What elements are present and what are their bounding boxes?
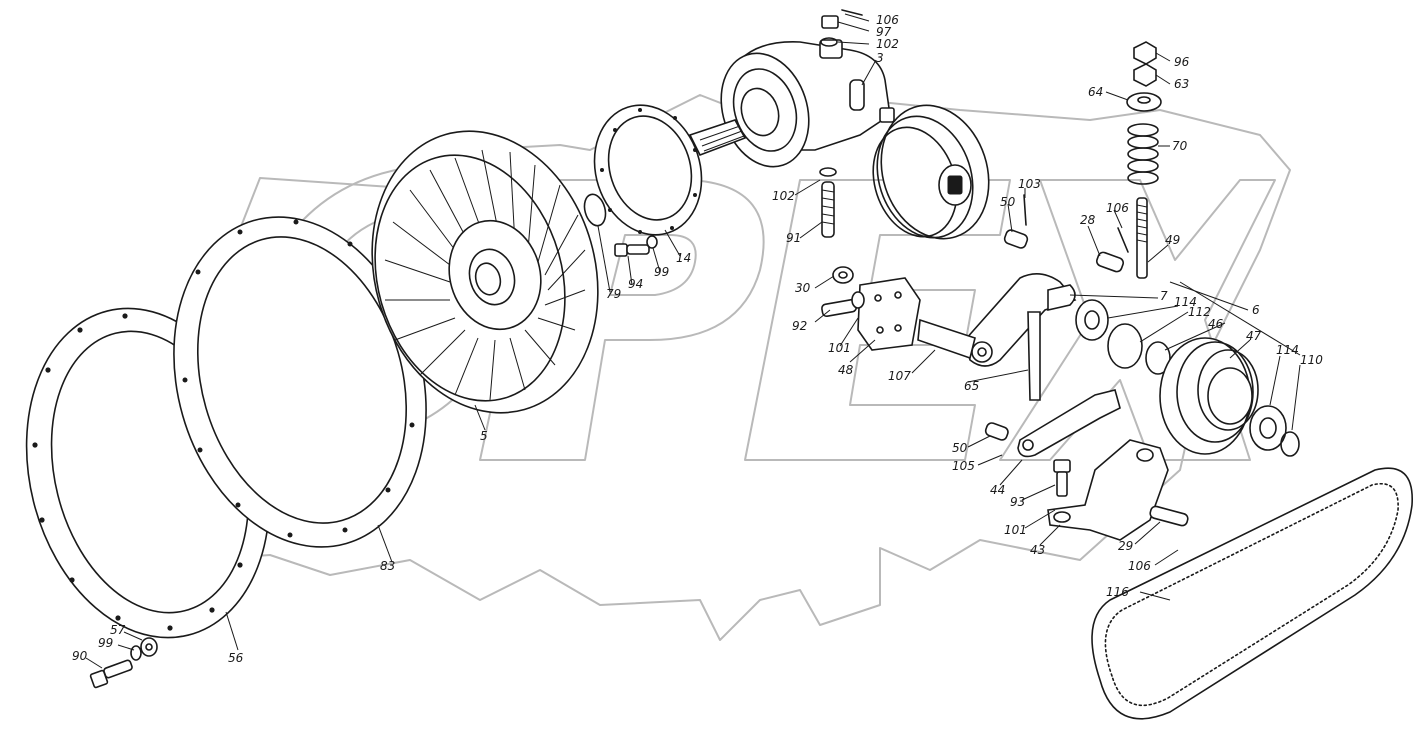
flange-plate-14	[593, 104, 703, 236]
washer-30	[832, 266, 854, 284]
pins-upper	[1003, 194, 1129, 273]
callout-110: 110	[1300, 353, 1323, 367]
callout-48: 48	[838, 363, 854, 377]
callout-96: 96	[1174, 55, 1190, 69]
callout-70: 70	[1172, 139, 1188, 153]
callout-49: 49	[1165, 233, 1180, 247]
callout-112: 112	[1188, 305, 1211, 319]
callout-107: 107	[888, 369, 911, 383]
callout-105: 105	[952, 459, 975, 473]
v-belt-116	[1091, 467, 1413, 720]
callout-92: 92	[792, 319, 807, 333]
watermark-letter-x	[999, 179, 1276, 461]
callout-116: 116	[1106, 585, 1129, 599]
callout-43: 43	[1030, 543, 1045, 557]
gearbox-pulley	[872, 104, 990, 240]
cover-plate-83	[173, 216, 427, 548]
callout-56: 56	[228, 651, 244, 665]
threaded-rod-91	[819, 167, 837, 238]
callout-93: 93	[1010, 495, 1025, 509]
callout-106: 106	[876, 13, 899, 27]
callout-114b: 114	[1276, 343, 1299, 357]
callout-63: 63	[1174, 77, 1189, 91]
watermark-letter-p	[479, 179, 765, 461]
callout-28: 28	[1080, 213, 1096, 227]
pin-29	[1149, 505, 1189, 527]
callout-99b: 99	[98, 636, 113, 650]
bracket-48	[857, 277, 976, 360]
callout-103: 103	[1018, 177, 1041, 191]
callout-50: 50	[1000, 195, 1016, 209]
callout-50b: 50	[952, 441, 968, 455]
callout-5: 5	[480, 429, 488, 443]
callout-102: 102	[876, 37, 899, 51]
top-fasteners	[820, 9, 895, 123]
bolt-93	[1053, 459, 1071, 497]
callout-7: 7	[1160, 289, 1168, 303]
callout-47: 47	[1246, 329, 1262, 343]
gearbox-housing-3	[688, 39, 891, 168]
bracket-43	[1047, 439, 1169, 541]
callout-labels: 106 97 102 3 96 63 64 70 102 103 50 106 …	[72, 13, 1323, 665]
callout-3: 3	[876, 51, 884, 65]
callout-79: 79	[606, 287, 621, 301]
bolt-94	[614, 235, 658, 257]
callout-101: 101	[828, 341, 851, 355]
snap-ring-79	[583, 193, 607, 227]
spring-assembly-70	[1126, 41, 1162, 279]
bolt-92	[821, 291, 865, 318]
callout-94: 94	[628, 277, 643, 291]
callout-64: 64	[1088, 85, 1103, 99]
callout-6: 6	[1252, 303, 1260, 317]
callout-102b: 102	[772, 189, 795, 203]
callout-44: 44	[990, 483, 1005, 497]
callout-101b: 101	[1004, 523, 1027, 537]
callout-83: 83	[380, 559, 395, 573]
pulley-assembly-47	[1075, 299, 1300, 457]
callout-14: 14	[676, 251, 691, 265]
callout-65: 65	[964, 379, 979, 393]
callout-97: 97	[876, 25, 892, 39]
callout-29: 29	[1118, 539, 1133, 553]
callout-91: 91	[786, 231, 801, 245]
lever-44	[984, 389, 1121, 458]
callout-57: 57	[110, 623, 126, 637]
bolt-90	[89, 637, 158, 689]
fan-impeller-5	[371, 130, 599, 414]
callout-106b: 106	[1106, 201, 1129, 215]
callout-90: 90	[72, 649, 88, 663]
lever-arm-65	[964, 273, 1077, 401]
callout-114: 114	[1174, 295, 1197, 309]
callout-106c: 106	[1128, 559, 1151, 573]
callout-30: 30	[795, 281, 811, 295]
callout-99: 99	[654, 265, 669, 279]
leader-lines	[85, 13, 1301, 669]
callout-46: 46	[1208, 317, 1224, 331]
